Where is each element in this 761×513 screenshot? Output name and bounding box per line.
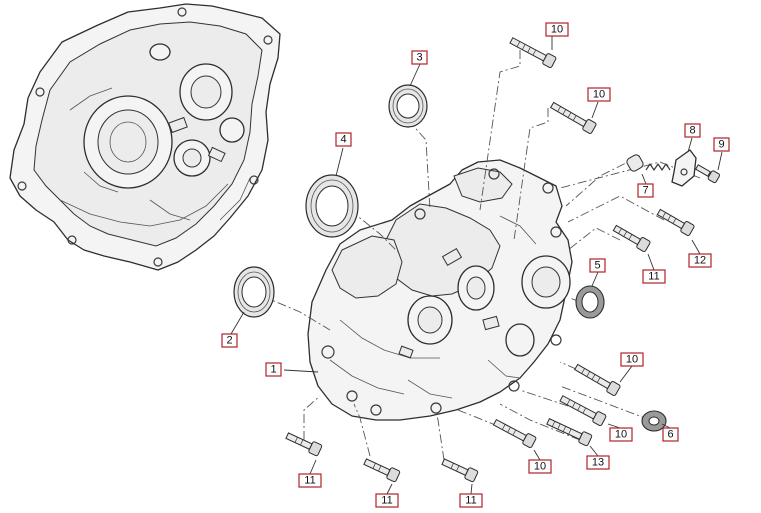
callout-label: 10 [534, 461, 546, 473]
callout-label: 1 [270, 364, 276, 376]
washer-6 [641, 410, 667, 432]
callout-10-upper: 10 [587, 87, 611, 102]
callout-label: 10 [626, 354, 638, 366]
bolt-10-lower-right [559, 395, 607, 427]
left-crankcase-half [9, 3, 281, 271]
callout-label: 4 [340, 134, 346, 146]
callout-label: 3 [416, 52, 422, 64]
callout-9: 9 [713, 137, 730, 152]
bolt-10-mid-right [573, 363, 621, 396]
callout-label: 5 [594, 260, 600, 272]
callout-10-bottom: 10 [528, 459, 552, 474]
bolt-11-bottom-left [285, 432, 323, 457]
callout-5: 5 [589, 258, 606, 273]
callout-2: 2 [221, 333, 238, 348]
callout-label: 6 [667, 429, 673, 441]
bolt-11-bottom-right [441, 458, 479, 483]
callout-label: 11 [465, 495, 476, 507]
callout-11-bottom-right: 11 [459, 493, 483, 508]
bearing-4 [305, 174, 359, 238]
oil-seal-5 [575, 285, 605, 319]
assembly-lines [261, 50, 701, 461]
right-crankcase-half [307, 159, 573, 421]
callout-label: 2 [226, 335, 232, 347]
callout-1: 1 [265, 362, 282, 377]
bolt-10-bottom [492, 418, 537, 449]
bolt-11-right [612, 224, 651, 252]
callout-13: 13 [586, 455, 610, 470]
callout-label: 10 [593, 89, 605, 101]
callout-label: 7 [642, 185, 648, 197]
callout-10-top: 10 [545, 22, 569, 37]
bolt-10-upper [549, 101, 597, 134]
callout-11-bottom-left: 11 [298, 473, 322, 488]
bolt-9 [695, 164, 720, 184]
callout-11-bottom-mid: 11 [375, 493, 399, 508]
callout-label: 10 [551, 24, 563, 36]
callout-8: 8 [684, 123, 701, 138]
callout-label: 12 [694, 255, 706, 267]
callout-6: 6 [662, 427, 679, 442]
callout-12: 12 [688, 253, 712, 268]
bracket-8 [671, 149, 697, 187]
callout-label: 9 [718, 139, 724, 151]
callout-7: 7 [637, 183, 654, 198]
bolt-10-top [509, 37, 557, 69]
callout-label: 11 [648, 271, 659, 283]
leader-lines [230, 36, 723, 495]
pin-and-spring-7 [626, 154, 671, 172]
callout-10-mid-right: 10 [620, 352, 644, 367]
callout-label: 10 [615, 429, 627, 441]
bolt-11-bottom-mid [363, 458, 401, 483]
bolt-13 [546, 418, 593, 447]
callout-10-lower-right: 10 [609, 427, 633, 442]
callout-11-right: 11 [642, 269, 666, 284]
callout-label: 11 [381, 495, 392, 507]
callout-4: 4 [335, 132, 352, 147]
bolt-12 [656, 208, 695, 236]
bearing-3 [388, 84, 428, 128]
callout-label: 8 [689, 125, 695, 137]
callout-3: 3 [411, 50, 428, 65]
bearing-2 [233, 266, 275, 318]
callout-label: 13 [592, 457, 604, 469]
callout-label: 11 [304, 475, 315, 487]
